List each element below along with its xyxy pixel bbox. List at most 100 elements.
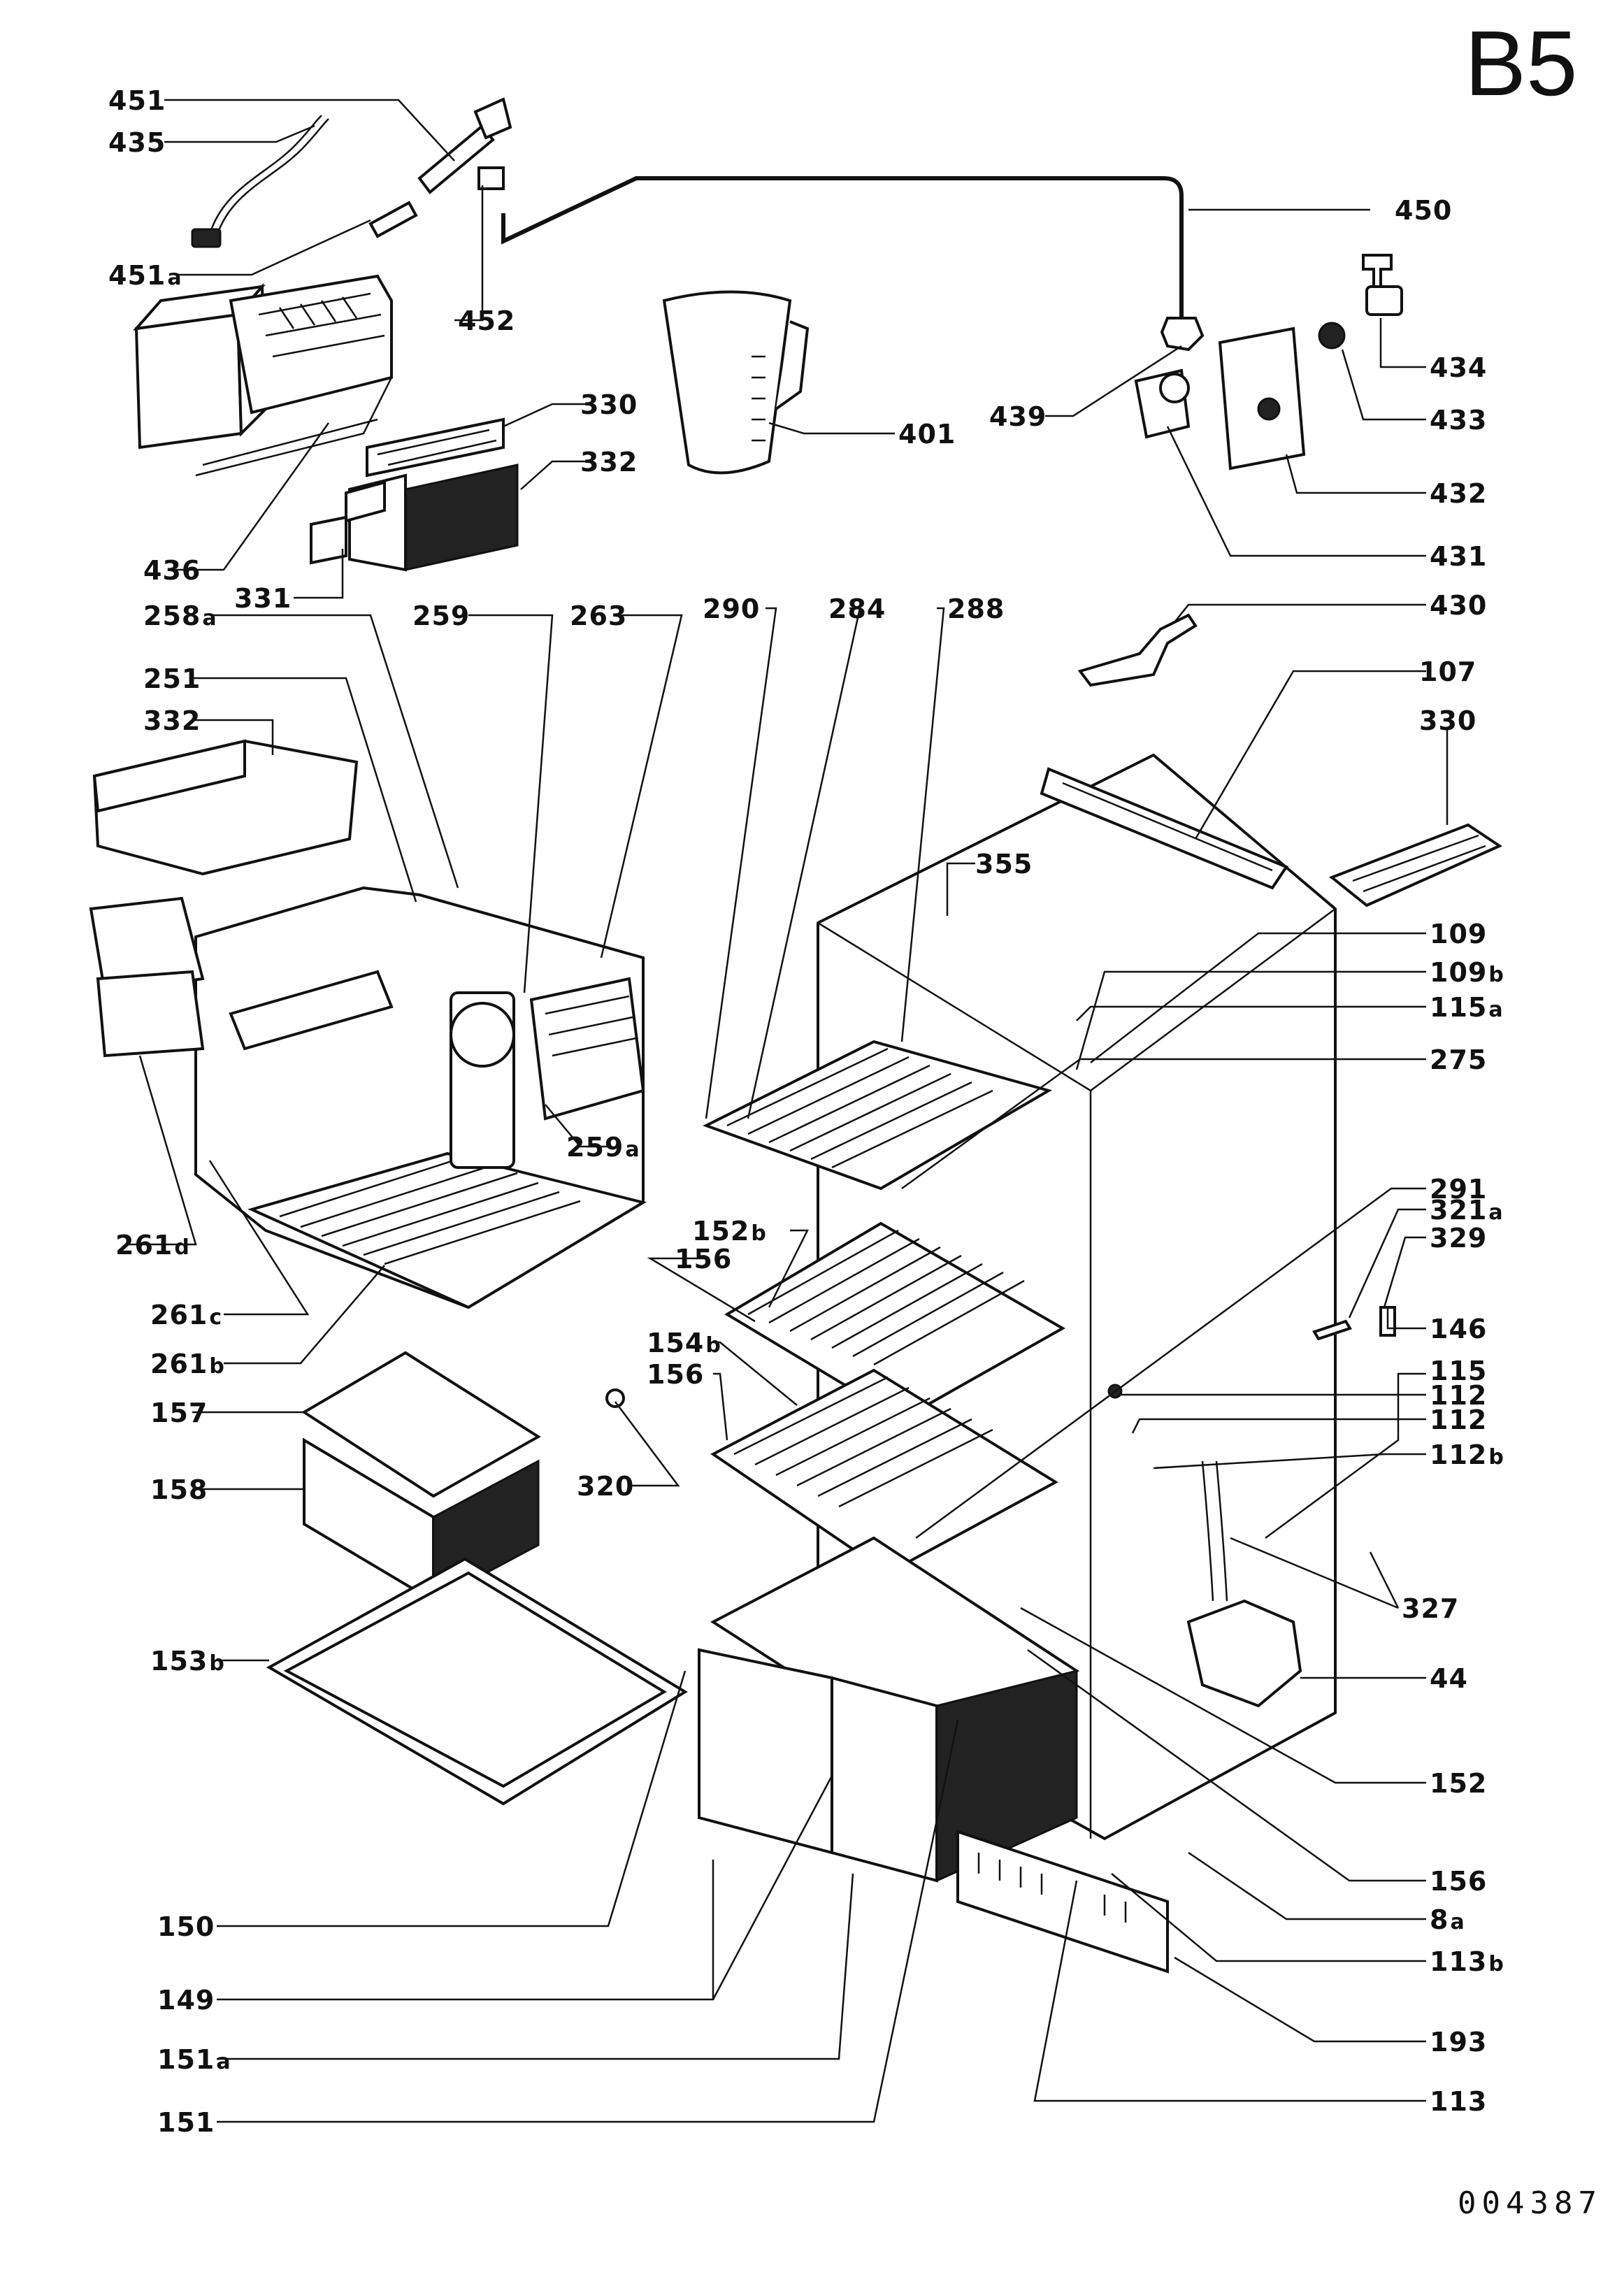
callout-number: 156 (1430, 1866, 1488, 1897)
callout-321a: 321a (1430, 1197, 1504, 1223)
callout-number: 433 (1430, 405, 1488, 436)
freezer-shelf-bin (92, 739, 359, 876)
callout-number: 152 (1430, 1768, 1488, 1799)
callout-number: 151 (157, 2107, 215, 2138)
callout-number: 452 (458, 306, 516, 336)
callout-152b: 152b (692, 1218, 767, 1244)
callout-284: 284 (828, 596, 886, 622)
callout-number: 113 (1430, 2086, 1488, 2117)
callout-suffix: a (202, 606, 217, 631)
callout-number: 321 (1430, 1195, 1488, 1226)
callout-261d: 261d (115, 1232, 190, 1258)
callout-113b: 113b (1430, 1948, 1504, 1975)
crisper-drawers (698, 1648, 1078, 1883)
callout-327: 327 (1402, 1595, 1459, 1622)
callout-291: 291 (1430, 1176, 1487, 1202)
callout-number: 284 (828, 594, 886, 624)
water-valve-assembly (1134, 254, 1403, 471)
callout-suffix: b (1488, 1952, 1504, 1976)
callout-suffix: b (751, 1221, 767, 1246)
callout-number: 431 (1430, 541, 1488, 572)
callout-112: 112 (1430, 1382, 1487, 1409)
callout-suffix: a (1488, 1200, 1504, 1225)
freezer-liner (194, 886, 647, 1309)
callout-suffix: b (209, 1651, 225, 1676)
refrigerator-cabinet (817, 753, 1337, 1841)
callout-432: 432 (1430, 480, 1487, 507)
callout-number: 8 (1430, 1904, 1449, 1935)
callout-288: 288 (947, 596, 1005, 622)
callout-number: 332 (143, 705, 201, 736)
callout-suffix: b (1488, 1445, 1504, 1470)
callout-146: 146 (1430, 1316, 1487, 1342)
callout-8a: 8a (1430, 1906, 1465, 1933)
callout-number: 401 (898, 419, 956, 450)
ice-cube-tray (1329, 823, 1503, 907)
callout-number: 435 (108, 127, 166, 158)
callout-290: 290 (703, 596, 760, 622)
callout-156: 156 (1430, 1868, 1487, 1895)
callout-151a: 151a (157, 2046, 231, 2073)
drain-pan (1186, 1460, 1302, 1708)
freezer-door-flaps (89, 896, 205, 1058)
callout-263: 263 (570, 603, 627, 629)
callout-number: 44 (1430, 1663, 1468, 1694)
callout-275: 275 (1430, 1047, 1487, 1073)
callout-156: 156 (675, 1246, 732, 1272)
callout-number: 291 (1430, 1174, 1488, 1205)
callout-329: 329 (1430, 1225, 1487, 1251)
callout-153b: 153b (150, 1648, 225, 1674)
callout-112b: 112b (1430, 1442, 1504, 1468)
callout-number: 113 (1430, 1946, 1488, 1977)
ice-maker-fill-tube (368, 97, 512, 238)
callout-439: 439 (989, 403, 1047, 430)
callout-number: 451 (108, 85, 166, 116)
callout-435: 435 (108, 129, 166, 156)
callout-number: 436 (143, 555, 201, 586)
glass-shelf-upper (702, 1040, 1053, 1191)
callout-261b: 261b (150, 1351, 225, 1377)
drawing-number: 004387 (1458, 2185, 1602, 2221)
base-kick-plate (956, 1830, 1169, 1974)
callout-number: 355 (975, 849, 1033, 879)
callout-number: 251 (143, 663, 201, 694)
callout-number: 434 (1430, 352, 1488, 383)
wire-shelf (724, 1221, 1066, 1421)
callout-109: 109 (1430, 921, 1487, 947)
callout-number: 152 (692, 1216, 750, 1247)
callout-44: 44 (1430, 1665, 1468, 1692)
callout-suffix: a (1488, 998, 1504, 1022)
measuring-jug (662, 290, 810, 475)
callout-154b: 154b (647, 1330, 721, 1356)
callout-number: 109 (1430, 957, 1488, 988)
callout-number: 112 (1430, 1380, 1488, 1411)
callout-150: 150 (157, 1913, 215, 1940)
callout-430: 430 (1430, 592, 1487, 619)
callout-number: 290 (703, 594, 761, 624)
callout-450: 450 (1395, 197, 1452, 224)
callout-number: 332 (580, 447, 638, 477)
callout-number: 330 (1419, 705, 1477, 736)
callout-number: 261 (150, 1300, 208, 1330)
callout-number: 156 (675, 1244, 733, 1274)
callout-suffix: a (216, 2050, 231, 2074)
callout-number: 146 (1430, 1314, 1488, 1344)
callout-number: 329 (1430, 1223, 1488, 1254)
callout-109b: 109b (1430, 959, 1504, 986)
ice-maker-unit (132, 274, 393, 477)
callout-number: 331 (234, 583, 292, 614)
callout-433: 433 (1430, 407, 1487, 433)
callout-suffix: d (174, 1235, 190, 1260)
callout-number: 430 (1430, 590, 1488, 621)
callout-149: 149 (157, 1987, 215, 2013)
callout-258a: 258a (143, 603, 217, 629)
ice-tray-assembly (310, 417, 519, 572)
callout-suffix: b (209, 1354, 225, 1379)
callout-number: 150 (157, 1911, 215, 1942)
callout-355: 355 (975, 851, 1033, 877)
ice-maker-wiring-harness (191, 115, 329, 248)
callout-number: 259 (566, 1132, 624, 1163)
callout-number: 154 (647, 1328, 705, 1358)
